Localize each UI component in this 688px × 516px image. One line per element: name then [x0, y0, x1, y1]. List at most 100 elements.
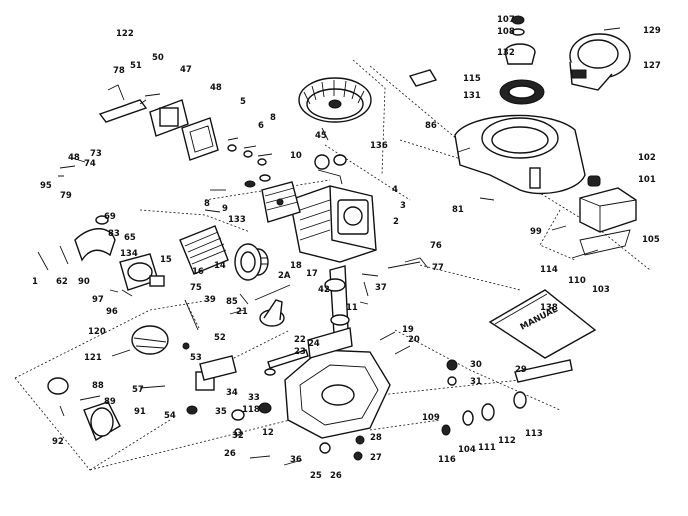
- part-label-81: 81: [452, 205, 464, 215]
- part-label-9: 9: [222, 204, 228, 214]
- part-label-27: 27: [370, 453, 382, 463]
- part-label-29: 29: [515, 365, 527, 375]
- part-label-78: 78: [113, 66, 125, 76]
- part-label-3: 3: [400, 201, 406, 211]
- part-label-10: 10: [290, 151, 302, 161]
- part-label-48: 48: [68, 153, 80, 163]
- part-label-28: 28: [370, 433, 382, 443]
- part-label-45: 45: [315, 131, 327, 141]
- part-label-25: 25: [310, 471, 322, 481]
- part-label-105: 105: [642, 235, 660, 245]
- ignition-armature: [149, 99, 189, 137]
- part-label-52: 52: [214, 333, 226, 343]
- part-label-26: 26: [330, 471, 342, 481]
- bottom-fasteners: [231, 402, 365, 466]
- part-label-34: 34: [226, 388, 238, 398]
- part-label-37: 37: [375, 283, 387, 293]
- intake-pipe: [74, 215, 116, 262]
- part-label-111: 111: [478, 443, 496, 453]
- rewind-starter: [569, 33, 631, 91]
- part-label-115: 115: [463, 74, 481, 84]
- part-label-15: 15: [160, 255, 172, 265]
- part-label-31: 31: [470, 377, 482, 387]
- part-label-32: 32: [232, 431, 244, 441]
- part-label-95: 95: [40, 181, 52, 191]
- part-label-42: 42: [318, 285, 330, 295]
- part-label-133: 133: [228, 215, 246, 225]
- rotating-screen: [499, 79, 545, 105]
- part-label-138: 138: [540, 303, 558, 313]
- part-label-77: 77: [432, 263, 444, 273]
- part-label-53: 53: [190, 353, 202, 363]
- part-label-136: 136: [370, 141, 388, 151]
- part-label-1: 1: [32, 277, 38, 287]
- part-label-69: 69: [104, 212, 116, 222]
- part-label-24: 24: [308, 339, 320, 349]
- valve-parts: [227, 137, 273, 188]
- part-label-2A: 2A: [278, 271, 291, 281]
- governor-linkage: [184, 257, 429, 331]
- air-cleaner-element: [179, 225, 229, 275]
- part-label-103: 103: [592, 285, 610, 295]
- part-label-26: 26: [224, 449, 236, 459]
- part-label-74: 74: [84, 159, 96, 169]
- part-label-76: 76: [430, 241, 442, 251]
- shield-plate: [408, 69, 438, 87]
- part-label-79: 79: [60, 191, 72, 201]
- part-label-102: 102: [638, 153, 656, 163]
- cylinder-head: [261, 181, 301, 223]
- part-label-86: 86: [425, 121, 437, 131]
- part-label-114: 114: [540, 265, 558, 275]
- part-label-83: 83: [108, 229, 120, 239]
- flywheel: [298, 77, 372, 123]
- part-label-88: 88: [92, 381, 104, 391]
- part-label-122: 122: [116, 29, 134, 39]
- part-label-8: 8: [204, 199, 210, 209]
- blower-housing: [454, 114, 586, 195]
- part-label-19: 19: [402, 325, 414, 335]
- spark-plug-items: [314, 154, 347, 185]
- owners-manual: MANUAL: [488, 289, 597, 359]
- starter-cup: [504, 15, 536, 65]
- part-label-20: 20: [408, 335, 420, 345]
- part-label-17: 17: [306, 269, 318, 279]
- part-label-30: 30: [470, 360, 482, 370]
- lower-left-parts: [47, 377, 121, 442]
- part-label-121: 121: [84, 353, 102, 363]
- part-label-92: 92: [52, 437, 64, 447]
- part-label-96: 96: [106, 307, 118, 317]
- part-label-57: 57: [132, 385, 144, 395]
- oil-fill-parts: [441, 359, 573, 436]
- part-label-50: 50: [152, 53, 164, 63]
- part-label-11: 11: [346, 303, 358, 313]
- part-label-18: 18: [290, 261, 302, 271]
- part-label-8: 8: [270, 113, 276, 123]
- part-label-6: 6: [258, 121, 264, 131]
- camshaft: [264, 349, 309, 376]
- part-label-113: 113: [525, 429, 543, 439]
- part-label-23: 23: [294, 347, 306, 357]
- fuel-bracket: [186, 355, 237, 415]
- part-label-99: 99: [530, 227, 542, 237]
- part-label-21: 21: [236, 307, 248, 317]
- part-label-85: 85: [226, 297, 238, 307]
- part-label-73: 73: [90, 149, 102, 159]
- part-label-54: 54: [164, 411, 176, 421]
- part-label-112: 112: [498, 436, 516, 446]
- part-label-91: 91: [134, 407, 146, 417]
- part-label-108: 108: [497, 27, 515, 37]
- part-label-14: 14: [214, 261, 226, 271]
- cylinder-block: [289, 185, 377, 263]
- part-label-97: 97: [92, 295, 104, 305]
- part-label-101: 101: [638, 175, 656, 185]
- part-label-62: 62: [56, 277, 68, 287]
- part-label-116: 116: [438, 455, 456, 465]
- part-label-75: 75: [190, 283, 202, 293]
- part-label-51: 51: [130, 61, 142, 71]
- part-label-127: 127: [643, 61, 661, 71]
- part-label-109: 109: [422, 413, 440, 423]
- part-label-47: 47: [180, 65, 192, 75]
- part-label-4: 4: [392, 185, 398, 195]
